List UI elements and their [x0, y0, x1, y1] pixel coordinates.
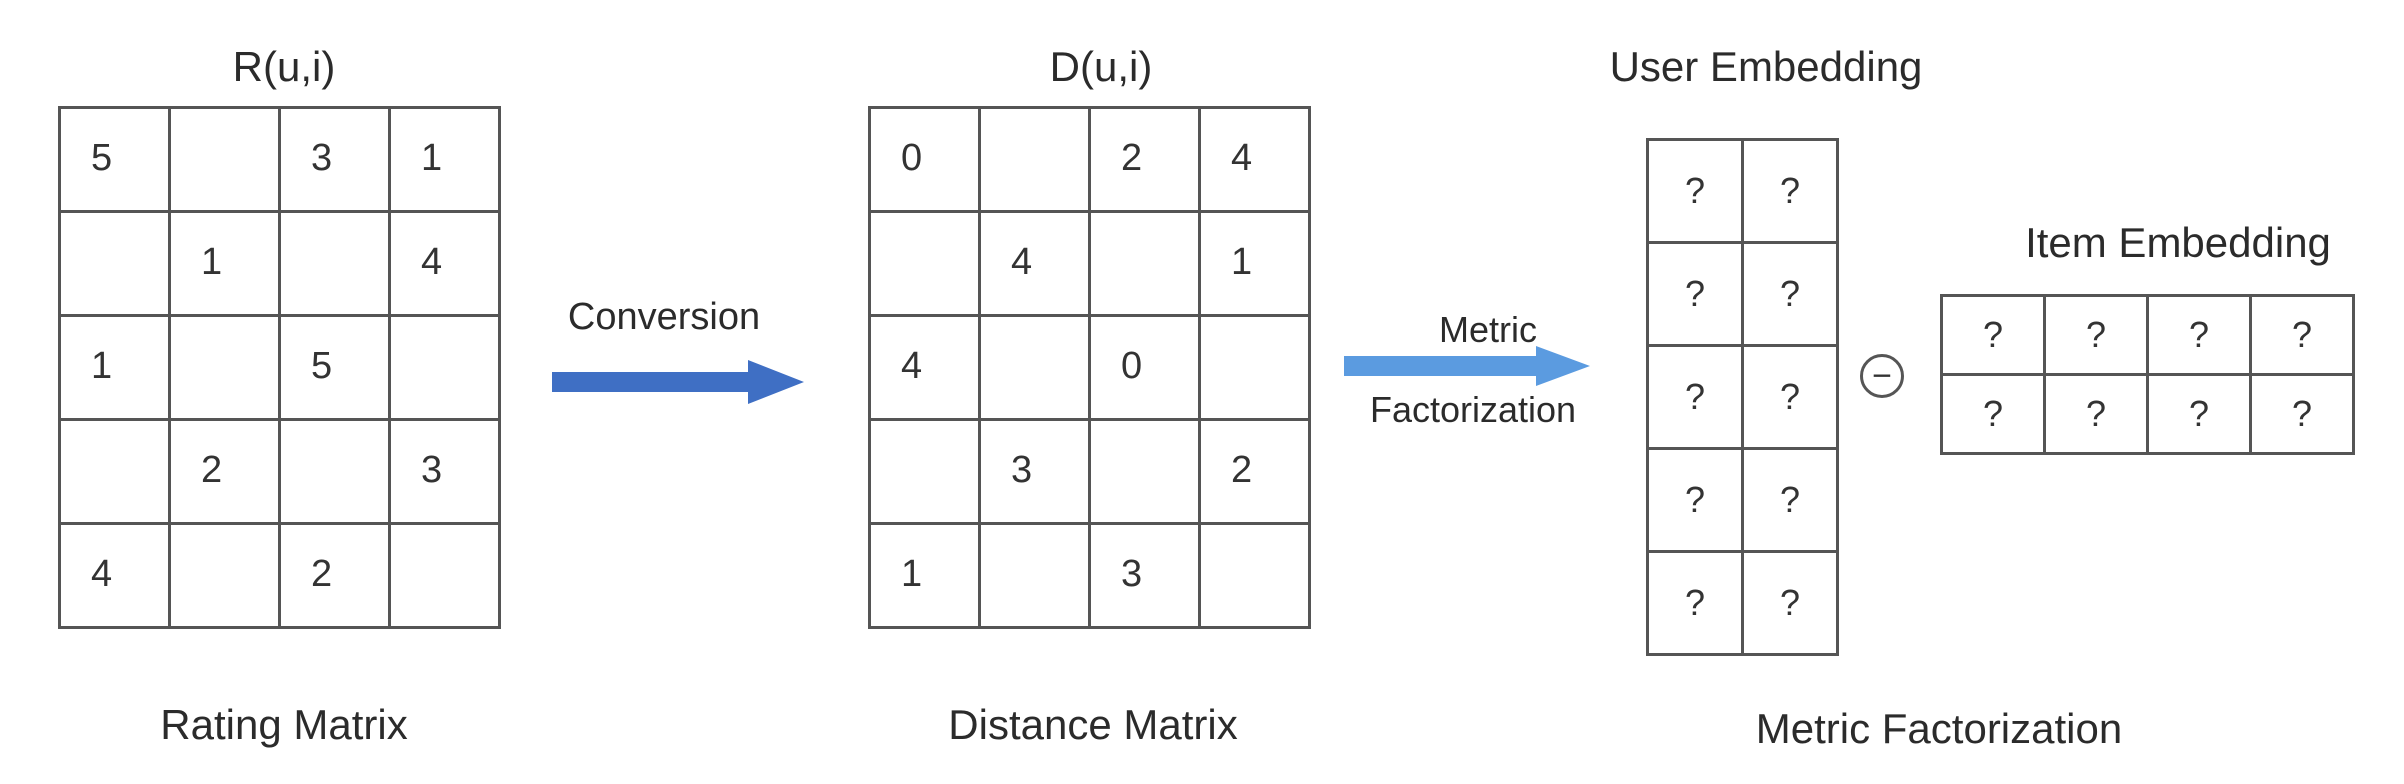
rating-cell — [168, 314, 281, 421]
item-embedding-cell: ? — [2146, 294, 2252, 376]
distance-cell — [1198, 314, 1311, 421]
minus-operator: − — [1860, 354, 1904, 398]
distance-cell — [1088, 210, 1201, 317]
rating-cell: 4 — [58, 522, 171, 629]
rating-cell: 3 — [278, 106, 391, 213]
item-embedding-cell: ? — [1940, 294, 2046, 376]
item-embedding-cell: ? — [2249, 294, 2355, 376]
distance-cell — [868, 418, 981, 525]
distance-cell: 2 — [1198, 418, 1311, 525]
user-embedding-cell: ? — [1646, 447, 1744, 553]
user-embedding-cell: ? — [1741, 550, 1839, 656]
distance-cell: 1 — [868, 522, 981, 629]
distance-cell: 0 — [868, 106, 981, 213]
distance-cell — [868, 210, 981, 317]
distance-cell: 0 — [1088, 314, 1201, 421]
user-embedding-cell: ? — [1741, 138, 1839, 244]
user-embedding-cell: ? — [1741, 447, 1839, 553]
distance-cell — [1088, 418, 1201, 525]
rating-cell: 1 — [388, 106, 501, 213]
distance-cell — [978, 522, 1091, 629]
matrix-row: ???? — [1940, 373, 2355, 455]
distance-matrix-caption: Distance Matrix — [948, 701, 1238, 748]
user-embedding-cell: ? — [1741, 344, 1839, 450]
item-embedding-cell: ? — [2043, 373, 2149, 455]
user-embedding-cell: ? — [1646, 550, 1744, 656]
rating-cell: 3 — [388, 418, 501, 525]
metric-factorization-arrow — [1344, 346, 1590, 386]
distance-cell: 3 — [978, 418, 1091, 525]
matrix-row: ?? — [1646, 344, 1839, 450]
matrix-row: ?? — [1646, 447, 1839, 553]
item-embedding-cell: ? — [2043, 294, 2149, 376]
rating-cell — [388, 314, 501, 421]
rating-cell: 4 — [388, 210, 501, 317]
rating-cell: 1 — [168, 210, 281, 317]
item-embedding-title: Item Embedding — [2025, 219, 2331, 266]
distance-cell: 3 — [1088, 522, 1201, 629]
distance-cell — [978, 314, 1091, 421]
distance-cell — [978, 106, 1091, 213]
rating-cell — [58, 210, 171, 317]
rating-cell: 2 — [168, 418, 281, 525]
rating-matrix-caption: Rating Matrix — [160, 701, 408, 748]
user-embedding-cell: ? — [1646, 344, 1744, 450]
user-embedding-cell: ? — [1646, 138, 1744, 244]
matrix-row: ?? — [1646, 241, 1839, 347]
distance-cell — [1198, 522, 1311, 629]
matrix-row: ???? — [1940, 294, 2355, 376]
matrix-row: ?? — [1646, 550, 1839, 656]
item-embedding-cell: ? — [2249, 373, 2355, 455]
item-embedding-cell: ? — [2146, 373, 2252, 455]
metric-factorization-caption: Metric Factorization — [1755, 705, 2123, 752]
rating-cell — [278, 418, 391, 525]
rating-matrix-title: R(u,i) — [232, 43, 336, 90]
factorization-label: Factorization — [1369, 389, 1577, 430]
matrix-row: ?? — [1646, 138, 1839, 244]
conversion-arrow — [552, 360, 804, 404]
user-embedding-matrix: ?????????? — [1646, 138, 1839, 656]
distance-cell: 4 — [1198, 106, 1311, 213]
distance-matrix-title: D(u,i) — [1049, 43, 1153, 90]
distance-cell: 2 — [1088, 106, 1201, 213]
item-embedding-cell: ? — [1940, 373, 2046, 455]
item-embedding-matrix: ???????? — [1940, 294, 2355, 455]
distance-cell: 4 — [978, 210, 1091, 317]
rating-cell: 2 — [278, 522, 391, 629]
rating-cell — [168, 106, 281, 213]
distance-cell: 1 — [1198, 210, 1311, 317]
rating-cell: 5 — [58, 106, 171, 213]
user-embedding-title: User Embedding — [1609, 43, 1923, 90]
user-embedding-cell: ? — [1646, 241, 1744, 347]
distance-cell: 4 — [868, 314, 981, 421]
metric-label: Metric — [1439, 309, 1537, 350]
rating-cell — [168, 522, 281, 629]
rating-cell — [58, 418, 171, 525]
rating-cell: 1 — [58, 314, 171, 421]
rating-cell — [388, 522, 501, 629]
user-embedding-cell: ? — [1741, 241, 1839, 347]
rating-cell: 5 — [278, 314, 391, 421]
rating-cell — [278, 210, 391, 317]
conversion-label: Conversion — [567, 296, 761, 338]
